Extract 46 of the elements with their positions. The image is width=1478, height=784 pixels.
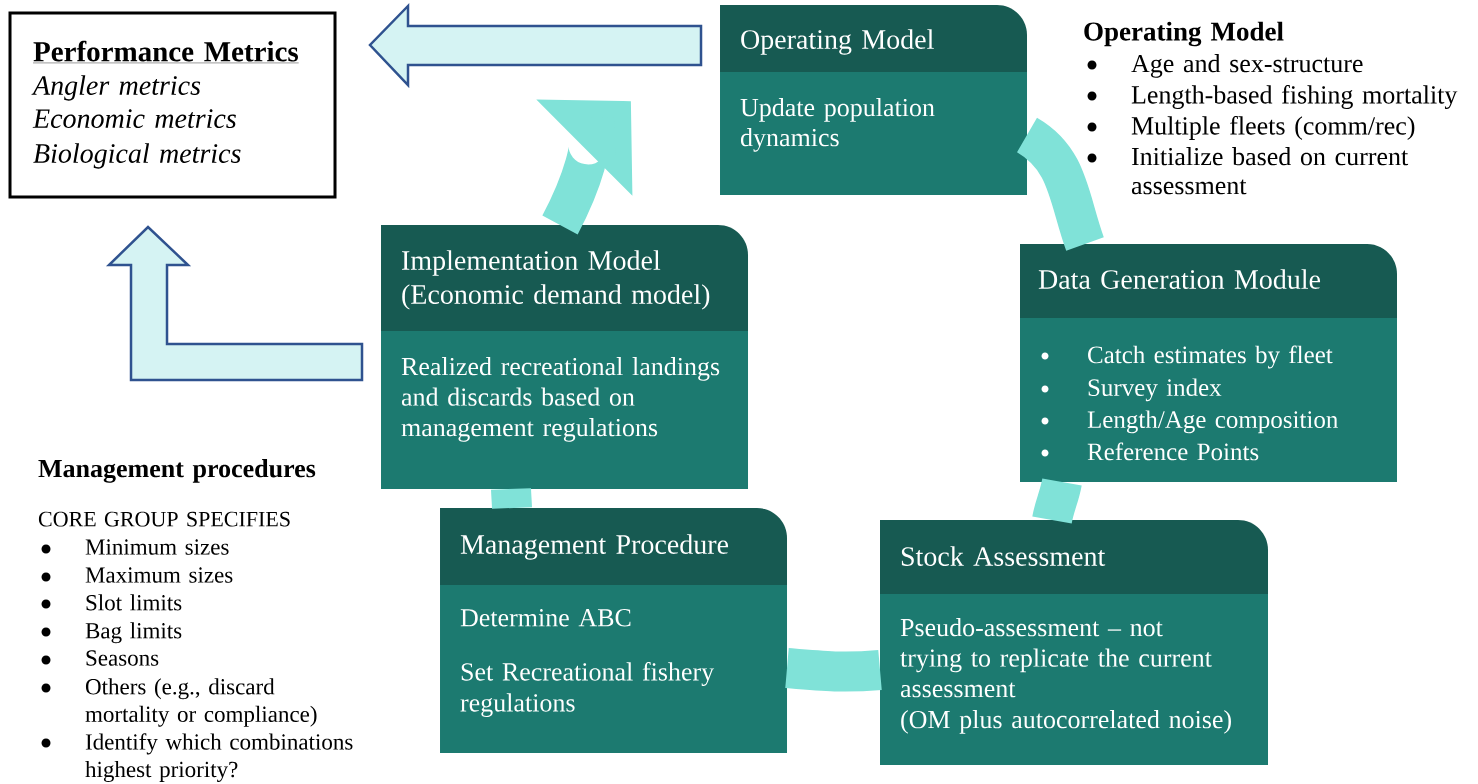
card-text: Realized recreational landings and discards based on management regulations [401,357,720,442]
process-card [1020,244,1397,482]
card-title: Stock Assessment [901,546,1106,566]
card-title: Management Procedure [460,534,729,560]
list-item: Multiple fleets (comm/rec) [1087,116,1415,140]
list-item: Survey index [1041,378,1222,402]
metrics-box [8,11,337,199]
card-text: Update population dynamics [740,98,935,152]
list-heading: Management procedures [38,459,316,483]
list-item: Initialize based on current assessment [1087,147,1409,195]
list-item: Length/Age composition [1041,410,1338,434]
process-card [880,520,1268,765]
list-heading: Operating Model [1084,21,1284,47]
list-item: Slot limits [41,594,182,611]
metrics-heading: Performance Metrics [32,40,299,64]
list-item: Length-based fishing mortality [1087,85,1458,109]
block-arrow [105,225,364,382]
list-item: Maximum sizes [41,567,233,583]
process-card [440,508,787,753]
list-item: Bag limits [41,622,182,644]
list-item: Others (e.g., discard mortality or compliance) [41,678,317,727]
cycle-band [1015,118,1104,251]
list-item: Minimum sizes [41,539,229,555]
metric-item: Biological metrics [33,143,241,169]
list-item: Age and sex-structure [1087,54,1363,78]
process-card [381,225,748,489]
card-title: Data Generation Module [1038,269,1321,289]
note-text: CORE GROUP SPECIFIES [38,511,290,527]
card-text: Set Recreational fishery regulations [460,662,715,717]
cycle-arrow [536,99,633,235]
card-text: Determine ABC [460,609,631,627]
list-item: Catch estimates by fleet [1041,345,1333,369]
cycle-band [785,648,882,692]
cycle-band [491,488,532,509]
card-text: Pseudo-assessment – not trying to replicate the current assessment [900,618,1212,698]
process-card [720,5,1027,195]
card-text: (OM plus autocorrelated noise) [901,710,1231,734]
list-item: Reference Points [1041,442,1259,461]
list-item: Seasons [41,650,159,666]
block-arrow [368,2,703,89]
card-title: Operating Model [741,29,934,55]
list-item: Identify which combinations highest priority? [41,733,353,782]
metric-item: Economic metrics [32,109,236,129]
card-title: Implementation Model (Economic demand model) [402,250,710,310]
metric-item: Angler metrics [31,75,201,101]
cycle-band [1032,478,1082,524]
